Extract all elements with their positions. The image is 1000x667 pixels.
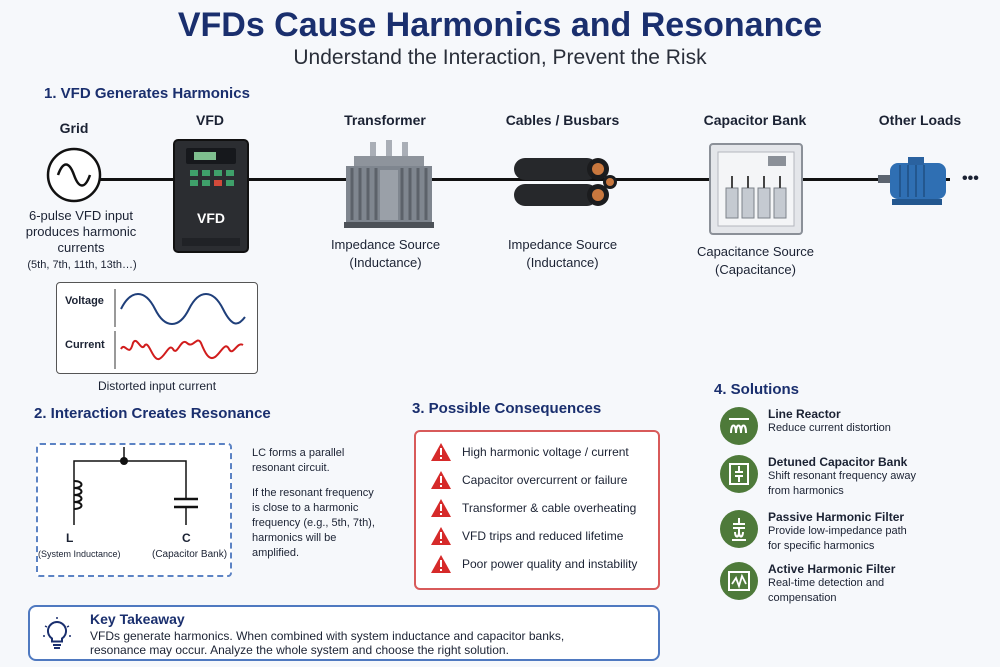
- consequence-item: Capacitor overcurrent or failure: [430, 470, 627, 490]
- solution-title: Active Harmonic Filter: [768, 562, 896, 576]
- solution-item: Detuned Capacitor Bank Shift resonant fr…: [720, 455, 916, 499]
- key-takeaway-line2: resonance may occur. Analyze the whole s…: [90, 643, 509, 657]
- transformer-note-line2: (Inductance): [349, 255, 422, 270]
- key-takeaway-heading: Key Takeaway: [90, 611, 185, 627]
- resonance-line3: If the resonant frequency: [252, 487, 374, 499]
- grid-note-line4: (5th, 7th, 11th, 13th…): [27, 259, 137, 271]
- solution-desc: for specific harmonics: [768, 540, 875, 552]
- cables-note-line1: Impedance Source: [507, 237, 618, 252]
- inductor-letter: L: [66, 531, 74, 545]
- capacitor-letter: C: [182, 531, 191, 545]
- grid-note-line3: currents: [57, 240, 105, 255]
- warning-icon: [431, 527, 451, 545]
- capacitor-bank-label: Capacitor Bank: [703, 112, 807, 128]
- line-reactor-icon: [720, 407, 758, 445]
- capbank-note-line1: Capacitance Source: [696, 244, 815, 259]
- page-title: VFDs Cause Harmonics and Resonance: [177, 6, 823, 44]
- detuned-capacitor-icon: [720, 455, 758, 493]
- cables-note-line2: (Inductance): [526, 255, 599, 270]
- solution-desc: compensation: [768, 592, 837, 604]
- voltage-wave: [120, 293, 246, 325]
- voltage-label: Voltage: [65, 295, 104, 307]
- consequence-item: Poor power quality and instability: [430, 554, 637, 574]
- resonance-line7: amplified.: [252, 547, 300, 559]
- consequence-item: Transformer & cable overheating: [430, 498, 636, 518]
- waveform-caption: Distorted input current: [97, 379, 217, 393]
- cables-icon: [510, 152, 620, 217]
- other-loads-label: Other Loads: [878, 112, 962, 128]
- resonance-line4: is close to a harmonic: [252, 502, 359, 514]
- section3-heading: 3. Possible Consequences: [412, 400, 602, 417]
- capacitor-caption: (Capacitor Bank): [152, 549, 228, 560]
- section4-heading: 4. Solutions: [714, 381, 800, 398]
- transformer-icon: [340, 140, 438, 235]
- solution-desc: Shift resonant frequency away: [768, 470, 916, 482]
- vfd-panel-text: VFD: [197, 210, 225, 226]
- lc-circuit-box: L (System Inductance) C (Capacitor Bank): [36, 443, 232, 577]
- waveform-panel: Voltage Current: [56, 282, 258, 374]
- consequence-item: VFD trips and reduced lifetime: [430, 526, 623, 546]
- current-label: Current: [65, 339, 105, 351]
- solution-item: Active Harmonic Filter Real-time detecti…: [720, 562, 895, 606]
- lightbulb-icon: [42, 617, 72, 656]
- waveform-plot: [114, 289, 246, 369]
- solution-item: Passive Harmonic Filter Provide low-impe…: [720, 510, 907, 554]
- page-subtitle: Understand the Interaction, Prevent the …: [293, 46, 707, 69]
- grid-note-line2: produces harmonic: [25, 224, 137, 239]
- solution-title: Passive Harmonic Filter: [768, 510, 905, 524]
- vfd-drive-icon: [172, 138, 250, 259]
- section1-heading: 1. VFD Generates Harmonics: [44, 85, 250, 102]
- section2-heading: 2. Interaction Creates Resonance: [34, 405, 271, 422]
- resonance-line2: resonant circuit.: [252, 462, 330, 474]
- solution-title: Detuned Capacitor Bank: [768, 455, 908, 469]
- consequence-text: VFD trips and reduced lifetime: [462, 529, 624, 543]
- passive-filter-icon: [720, 510, 758, 548]
- lc-circuit-diagram: [73, 447, 198, 525]
- resonance-explanation: LC forms a parallel resonant circuit. If…: [252, 446, 375, 561]
- active-filter-icon: [720, 562, 758, 600]
- grid-note-line1: 6-pulse VFD input: [28, 208, 134, 223]
- capacitor-cabinet-icon: [708, 142, 804, 241]
- resonance-line6: harmonics will be: [252, 532, 337, 544]
- solution-desc: Real-time detection and: [768, 577, 885, 589]
- vfd-label: VFD: [196, 112, 224, 128]
- transformer-label: Transformer: [344, 112, 426, 128]
- grid-label: Grid: [59, 120, 89, 136]
- consequence-text: High harmonic voltage / current: [462, 445, 629, 459]
- consequences-box: High harmonic voltage / current Capacito…: [414, 430, 660, 590]
- more-loads-ellipsis: •••: [962, 170, 979, 187]
- resonance-line1: LC forms a parallel: [252, 447, 345, 459]
- warning-icon: [431, 443, 451, 461]
- ac-source-icon: [45, 146, 103, 209]
- warning-icon: [431, 471, 451, 489]
- key-takeaway-line1: VFDs generate harmonics. When combined w…: [90, 629, 565, 643]
- consequence-text: Poor power quality and instability: [462, 557, 638, 571]
- solution-desc: from harmonics: [768, 485, 844, 497]
- cables-label: Cables / Busbars: [505, 112, 620, 128]
- consequence-text: Capacitor overcurrent or failure: [462, 473, 628, 487]
- consequence-item: High harmonic voltage / current: [430, 442, 629, 462]
- motor-icon: [878, 155, 954, 212]
- resonance-line5: frequency (e.g., 5th, 7th),: [252, 517, 375, 529]
- capbank-note-line2: (Capacitance): [715, 262, 796, 277]
- current-wave: [120, 339, 244, 361]
- warning-icon: [431, 555, 451, 573]
- solution-desc: Provide low-impedance path: [768, 525, 907, 537]
- inductor-coil: [73, 480, 83, 510]
- transformer-note-line1: Impedance Source: [330, 237, 441, 252]
- solution-title: Line Reactor: [768, 407, 841, 421]
- key-takeaway-box: Key Takeaway VFDs generate harmonics. Wh…: [28, 605, 660, 661]
- consequence-text: Transformer & cable overheating: [462, 501, 637, 515]
- solution-item: Line Reactor Reduce current distortion: [720, 407, 891, 445]
- inductor-caption: (System Inductance): [38, 549, 121, 559]
- warning-icon: [431, 499, 451, 517]
- solution-desc: Reduce current distortion: [768, 422, 891, 434]
